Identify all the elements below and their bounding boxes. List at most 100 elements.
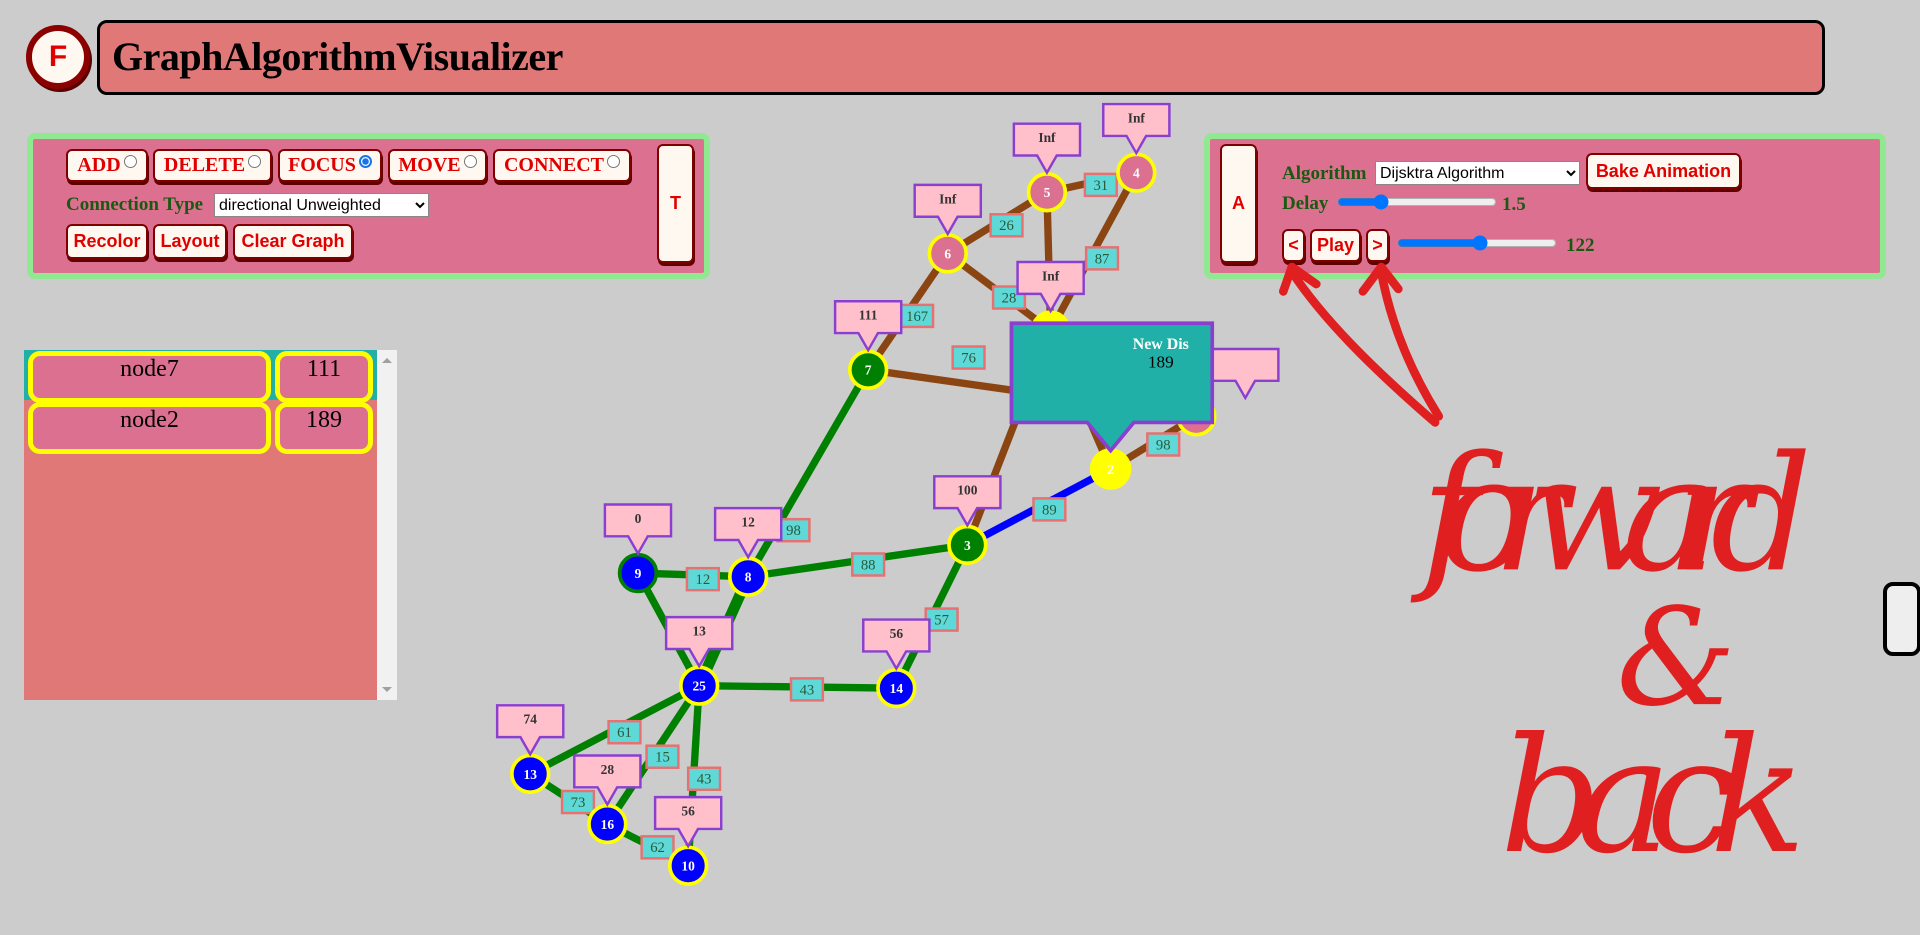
mode-move-button[interactable]: MOVE (388, 149, 487, 182)
mode-label: DELETE (163, 154, 246, 176)
node-3[interactable]: 3 100 (933, 475, 1002, 566)
tooltip-value: 189 (1148, 352, 1174, 371)
distance-value: 13 (692, 623, 706, 638)
mode-delete-radio[interactable] (248, 155, 262, 168)
node-8[interactable]: 8 12 (713, 506, 783, 597)
node-1[interactable]: 1 (1176, 347, 1280, 437)
mode-label: CONNECT (503, 154, 604, 176)
annotation-line: back (1500, 703, 1806, 889)
node-id: 16 (601, 817, 615, 832)
node-id: 1 (1193, 409, 1200, 424)
delay-value: 1.5 (1502, 194, 1526, 215)
algorithm-panel: A Algorithm Dijsktra Algorithm Bake Anim… (1204, 133, 1886, 279)
delay-slider[interactable] (1337, 192, 1497, 212)
distance-callout: 56 (653, 795, 723, 849)
edge-25-14[interactable] (699, 682, 897, 692)
distance-callout: Inf (913, 183, 983, 237)
mode-move-radio[interactable] (463, 155, 477, 168)
mode-connect-button[interactable]: CONNECT (493, 149, 631, 182)
node-id: 7 (865, 363, 872, 378)
tools-toggle-button[interactable]: T (657, 144, 694, 263)
distance-value: 74 (523, 712, 537, 727)
step-back-button[interactable]: < (1282, 229, 1305, 262)
distance-value: 28 (601, 762, 615, 777)
distance-value: 12 (741, 515, 755, 530)
node-5[interactable]: 5 Inf (1012, 122, 1082, 213)
node-id: 13 (523, 767, 537, 782)
tools-panel: ADD DELETE FOCUS MOVE CONNECT Connection… (27, 133, 710, 279)
result-row[interactable]: node7 111 (24, 350, 377, 403)
node-id: 5 (1044, 185, 1051, 200)
distance-value: 100 (957, 483, 977, 498)
scroll-down-arrow-icon[interactable] (382, 687, 392, 692)
edge-3-14[interactable] (893, 543, 971, 690)
node-25[interactable]: 25 13 (664, 615, 734, 706)
distance-callout: Inf (1016, 260, 1085, 314)
node-id: 9 (635, 566, 642, 581)
connection-type-label: Connection Type (66, 194, 204, 215)
node-id: 10 (681, 859, 695, 874)
mode-delete-button[interactable]: DELETE (153, 149, 272, 182)
distance-value: Inf (1128, 110, 1146, 125)
distance-callout: 56 (862, 618, 931, 672)
mode-focus-button[interactable]: FOCUS (278, 149, 382, 182)
play-button[interactable]: Play (1310, 229, 1361, 262)
distance-value: 111 (859, 308, 878, 323)
layout-button[interactable]: Layout (153, 224, 227, 259)
list-scrollbar[interactable] (377, 350, 397, 700)
recolor-button[interactable]: Recolor (66, 224, 148, 259)
distance-value: 56 (890, 626, 904, 641)
step-forward-button[interactable]: > (1366, 229, 1389, 262)
distance-value: Inf (1042, 268, 1060, 283)
algorithm-toggle-button[interactable]: A (1220, 144, 1257, 263)
node-2[interactable]: 2 (1089, 448, 1132, 490)
mode-connect-radio[interactable] (607, 155, 620, 168)
node-7[interactable]: 7 111 (833, 299, 903, 390)
app-logo[interactable]: F (26, 25, 90, 89)
algorithm-select[interactable]: Dijsktra Algorithm (1375, 161, 1580, 185)
app-header: GraphAlgorithmVisualizer (97, 20, 1825, 95)
node-id: 3 (964, 538, 971, 553)
distance-callout (1211, 347, 1280, 401)
mode-add-radio[interactable] (123, 155, 137, 168)
page-title: GraphAlgorithmVisualizer (112, 34, 563, 79)
node-id: 0 (1047, 324, 1054, 339)
result-distance: 111 (275, 351, 373, 403)
mode-label: ADD (77, 154, 121, 176)
distance-value: Inf (1038, 130, 1056, 145)
bake-animation-button[interactable]: Bake Animation (1586, 153, 1741, 189)
distance-callout: 0 (603, 503, 673, 556)
side-handle[interactable] (1883, 582, 1920, 656)
result-distance: 189 (275, 402, 373, 454)
result-node: node7 (28, 351, 271, 403)
node-circle[interactable] (1089, 448, 1132, 490)
clear-graph-button[interactable]: Clear Graph (233, 224, 353, 259)
node-10[interactable]: 10 56 (653, 795, 723, 886)
step-value: 122 (1566, 235, 1595, 256)
node-id: 8 (745, 570, 752, 585)
step-slider[interactable] (1397, 233, 1557, 253)
mode-label: FOCUS (288, 154, 356, 176)
distance-value: 0 (635, 511, 642, 526)
mode-add-button[interactable]: ADD (66, 149, 148, 182)
distance-results-list: node7 111 node2 189 (24, 350, 397, 700)
scroll-up-arrow-icon[interactable] (382, 358, 392, 363)
algorithm-label: Algorithm (1282, 163, 1367, 184)
node-id: 25 (692, 679, 706, 694)
node-9[interactable]: 90 (603, 503, 673, 594)
node-13[interactable]: 13 74 (495, 704, 565, 795)
delay-label: Delay (1282, 193, 1329, 214)
mode-focus-radio[interactable] (358, 155, 372, 168)
result-row[interactable]: node2 189 (24, 401, 377, 454)
node-0[interactable]: 0 Inf (1016, 260, 1085, 351)
distance-callout: 111 (833, 299, 903, 353)
connection-type-select[interactable]: directional Unweighted (214, 193, 429, 217)
edge-7-8[interactable] (744, 367, 872, 579)
edge-8-3[interactable] (747, 541, 968, 581)
distance-callout: 74 (495, 704, 565, 757)
edge-3-0[interactable] (963, 329, 1055, 547)
